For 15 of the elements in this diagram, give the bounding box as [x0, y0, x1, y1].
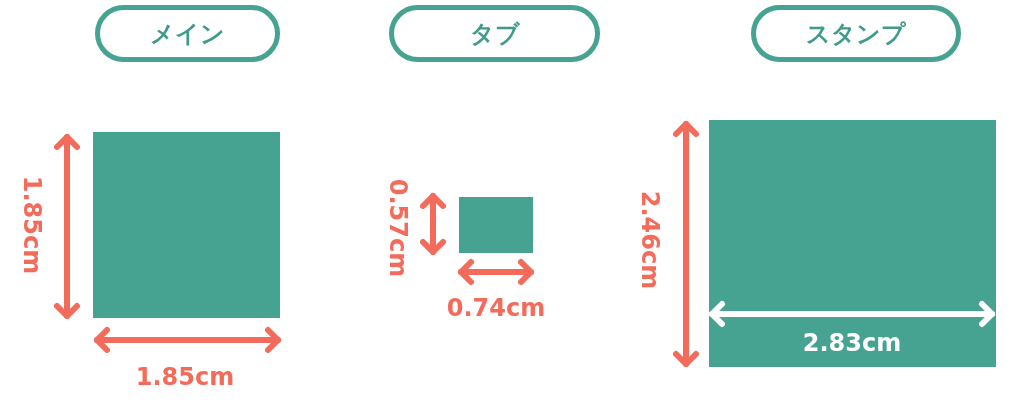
title-pill: [751, 5, 961, 62]
dimension-label: 1.85cm: [135, 365, 235, 389]
heading-text: メイン: [150, 18, 225, 50]
dimension-label: 0.57cm: [386, 178, 410, 278]
dimension-label: 2.83cm: [802, 331, 902, 355]
size-square: [93, 132, 280, 318]
heading-text: スタンプ: [806, 18, 906, 50]
size-square: [709, 120, 996, 367]
title-pill: [95, 5, 280, 62]
dimension-label: 2.46cm: [638, 190, 662, 290]
dimension-label: 1.85cm: [20, 175, 44, 275]
dimension-label: 0.74cm: [446, 296, 546, 320]
title-pill: [389, 5, 600, 62]
size-square: [459, 197, 533, 253]
heading-text: タブ: [469, 18, 520, 50]
